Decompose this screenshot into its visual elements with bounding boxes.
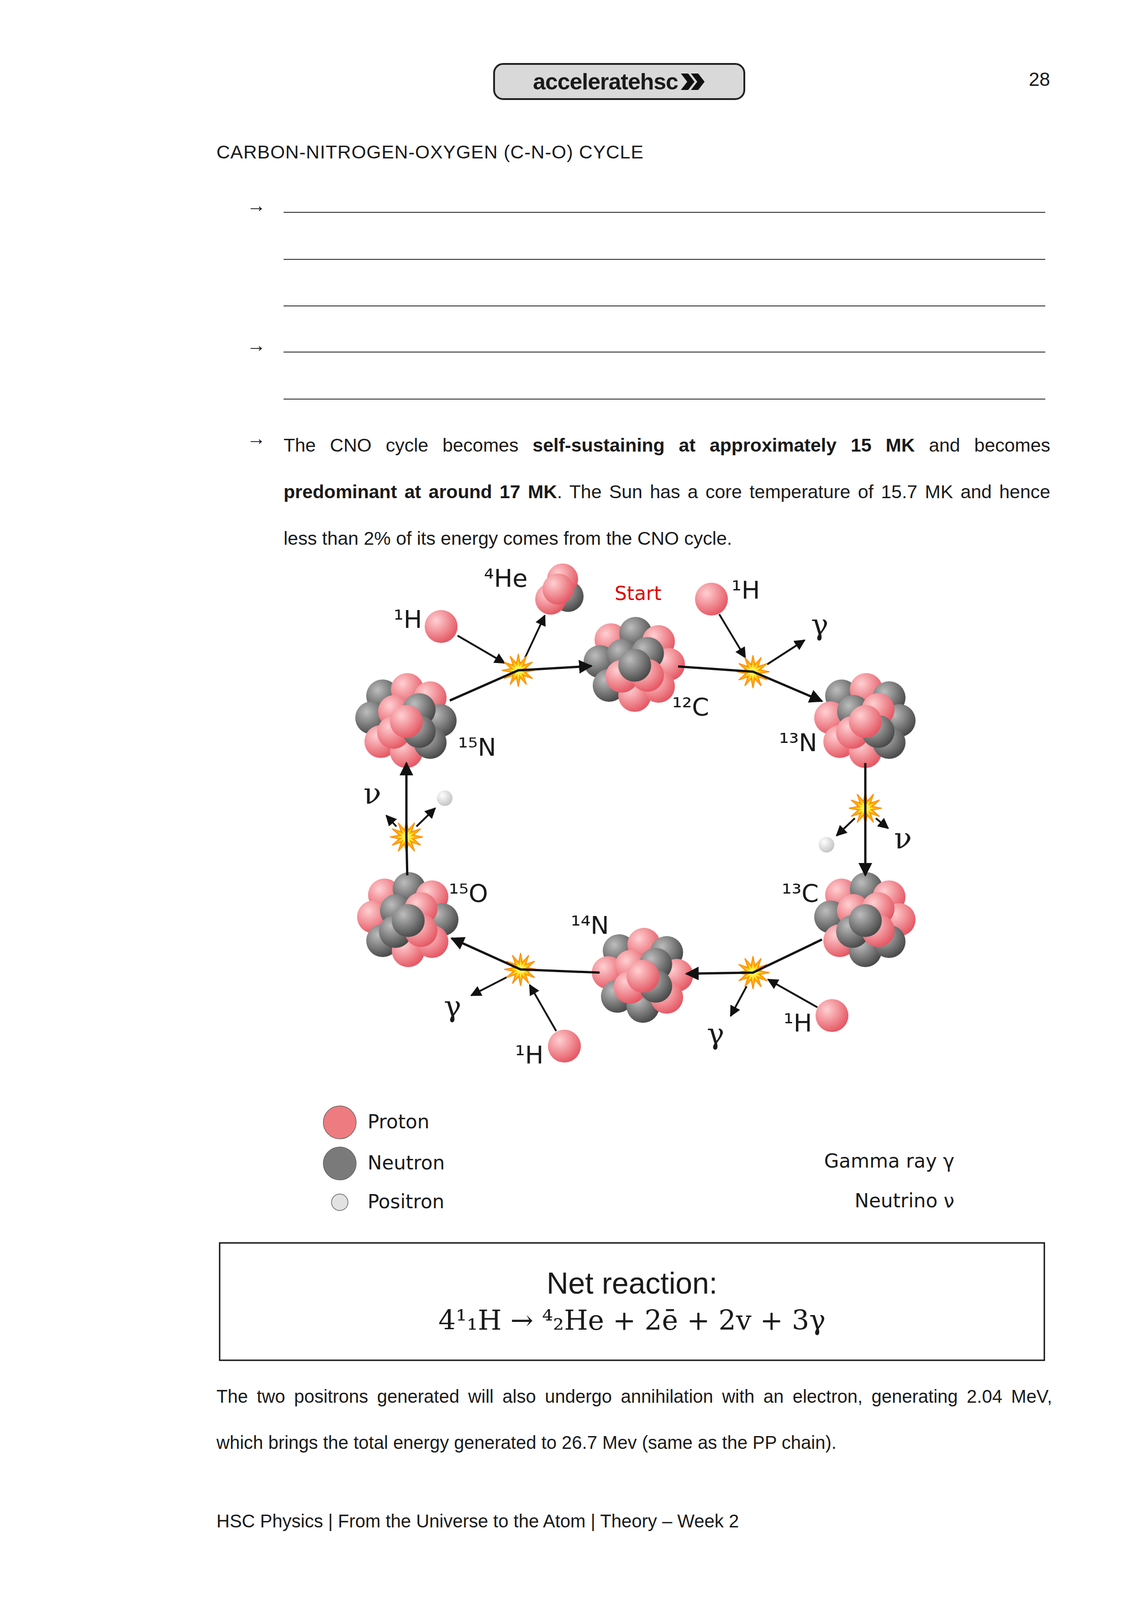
proton-sphere [694,582,728,616]
gamma-symbol: γ [443,989,462,1024]
legend-text: Gamma ray γ [824,1148,955,1175]
bullet-paragraph: The CNO cycle becomes self-sustaining at… [283,421,1051,562]
neutron-sphere [618,648,652,682]
reaction-flashes [389,653,882,990]
chevron-shape [680,73,705,90]
positron-sphere [818,837,835,853]
reaction-arrow [406,763,408,876]
bold-text: predominant at around 17 MK [283,481,558,503]
nucleus-node: ¹⁵N [363,676,450,764]
proton-sphere [424,610,458,643]
particle-arrow [386,815,397,827]
gamma-symbol: γ [810,608,829,643]
section-heading: CARBON-NITROGEN-OXYGEN (C-N-O) CYCLE [216,141,644,164]
nucleus-label: ¹⁴N [570,913,610,938]
nucleus-node: ¹³N [821,676,909,764]
net-reaction-box: Net reaction:4¹₁H → ⁴₂He + 2ē + 2v + 3γ [219,1242,1045,1361]
page-footer: HSC Physics | From the Universe to the A… [216,1510,739,1532]
nuclei-spheres [355,563,916,1063]
answer-line [283,211,1046,213]
particle-arrow [529,984,557,1032]
particle-arrow [457,635,505,664]
body-paragraph: The two positrons generated will also un… [216,1373,1053,1466]
answer-line [283,258,1046,260]
brand-text: acceleratehsc [532,68,679,95]
reaction-arrow [449,666,592,701]
answer-line [283,398,1046,400]
gamma-symbol: γ [706,1017,725,1052]
legend-swatch [323,1147,357,1180]
proton-sphere [389,705,423,738]
legend-swatch [331,1194,348,1211]
answer-line [283,305,1046,307]
neutron-sphere [848,904,882,938]
neutrino-symbol: ν [894,821,912,856]
body-text: The CNO cycle becomes [283,434,519,456]
positron-sphere [437,790,453,806]
neutrino-symbol: ν [363,777,382,811]
nucleus-node: ¹⁴N [599,931,687,1018]
brand-badge: acceleratehsc [493,63,746,101]
particle-arrow [768,979,818,1008]
body-text: and becomes [928,434,1051,456]
particle-arrow [416,808,436,827]
nucleus-node: ¹²C [591,620,679,707]
legend-text: Positron [367,1189,445,1215]
bullet-arrow: → [246,427,266,450]
nucleus-label: ¹³N [779,730,818,756]
neutron-sphere [391,904,425,938]
proton-sphere [542,573,574,605]
legend-swatch [323,1105,357,1139]
reaction-arrow [686,939,822,975]
reaction-box-outline [219,1242,1045,1361]
legend-text: Neutron [367,1150,445,1176]
proton-sphere [815,999,849,1032]
bullet-arrow: → [246,334,266,357]
nucleus-label: ¹⁵N [458,735,497,760]
reaction-arrow [451,938,600,973]
answer-lines [283,212,1046,400]
start-label: Start [614,582,662,605]
particle-arrow [719,614,746,658]
legend-text: Neutrino ν [854,1188,955,1214]
nucleus-label: ¹³C [781,881,819,906]
bullet-arrow: → [246,194,266,217]
particle-label: ⁴He [484,564,528,593]
answer-line [283,351,1046,353]
nucleus-label: ¹⁵O [448,881,489,906]
particle-arrow [875,818,889,829]
particle-label: ¹H [783,1009,812,1038]
box-heading: Net reaction: [546,1264,718,1303]
particle-arrows [386,614,889,1032]
nucleus-node: ¹³C [821,875,909,963]
proton-sphere [626,959,660,993]
brand-chevrons [679,72,706,91]
bold-text: self-sustaining at approximately 15 MK [532,434,915,456]
proton-sphere [848,705,882,738]
nucleus-label: ¹²C [672,694,710,720]
particle-arrow [730,986,747,1017]
legend-text: Proton [367,1109,430,1135]
proton-sphere [547,1029,581,1063]
particle-label: ¹H [731,576,760,605]
body-text: The two positrons generated will also un… [216,1386,1053,1453]
particle-arrow [767,640,805,665]
nucleus-node: ¹⁵O [364,875,452,963]
particle-arrow [471,977,507,996]
page-number: 28 [1028,68,1051,91]
particle-arrow [836,818,855,836]
reaction-arrow [864,763,867,876]
particle-arrow [525,615,545,658]
particle-label: ¹H [515,1041,544,1070]
reaction-equation: 4¹₁H → ⁴₂He + 2ē + 2v + 3γ [438,1301,826,1339]
particle-label: ¹H [393,605,422,634]
